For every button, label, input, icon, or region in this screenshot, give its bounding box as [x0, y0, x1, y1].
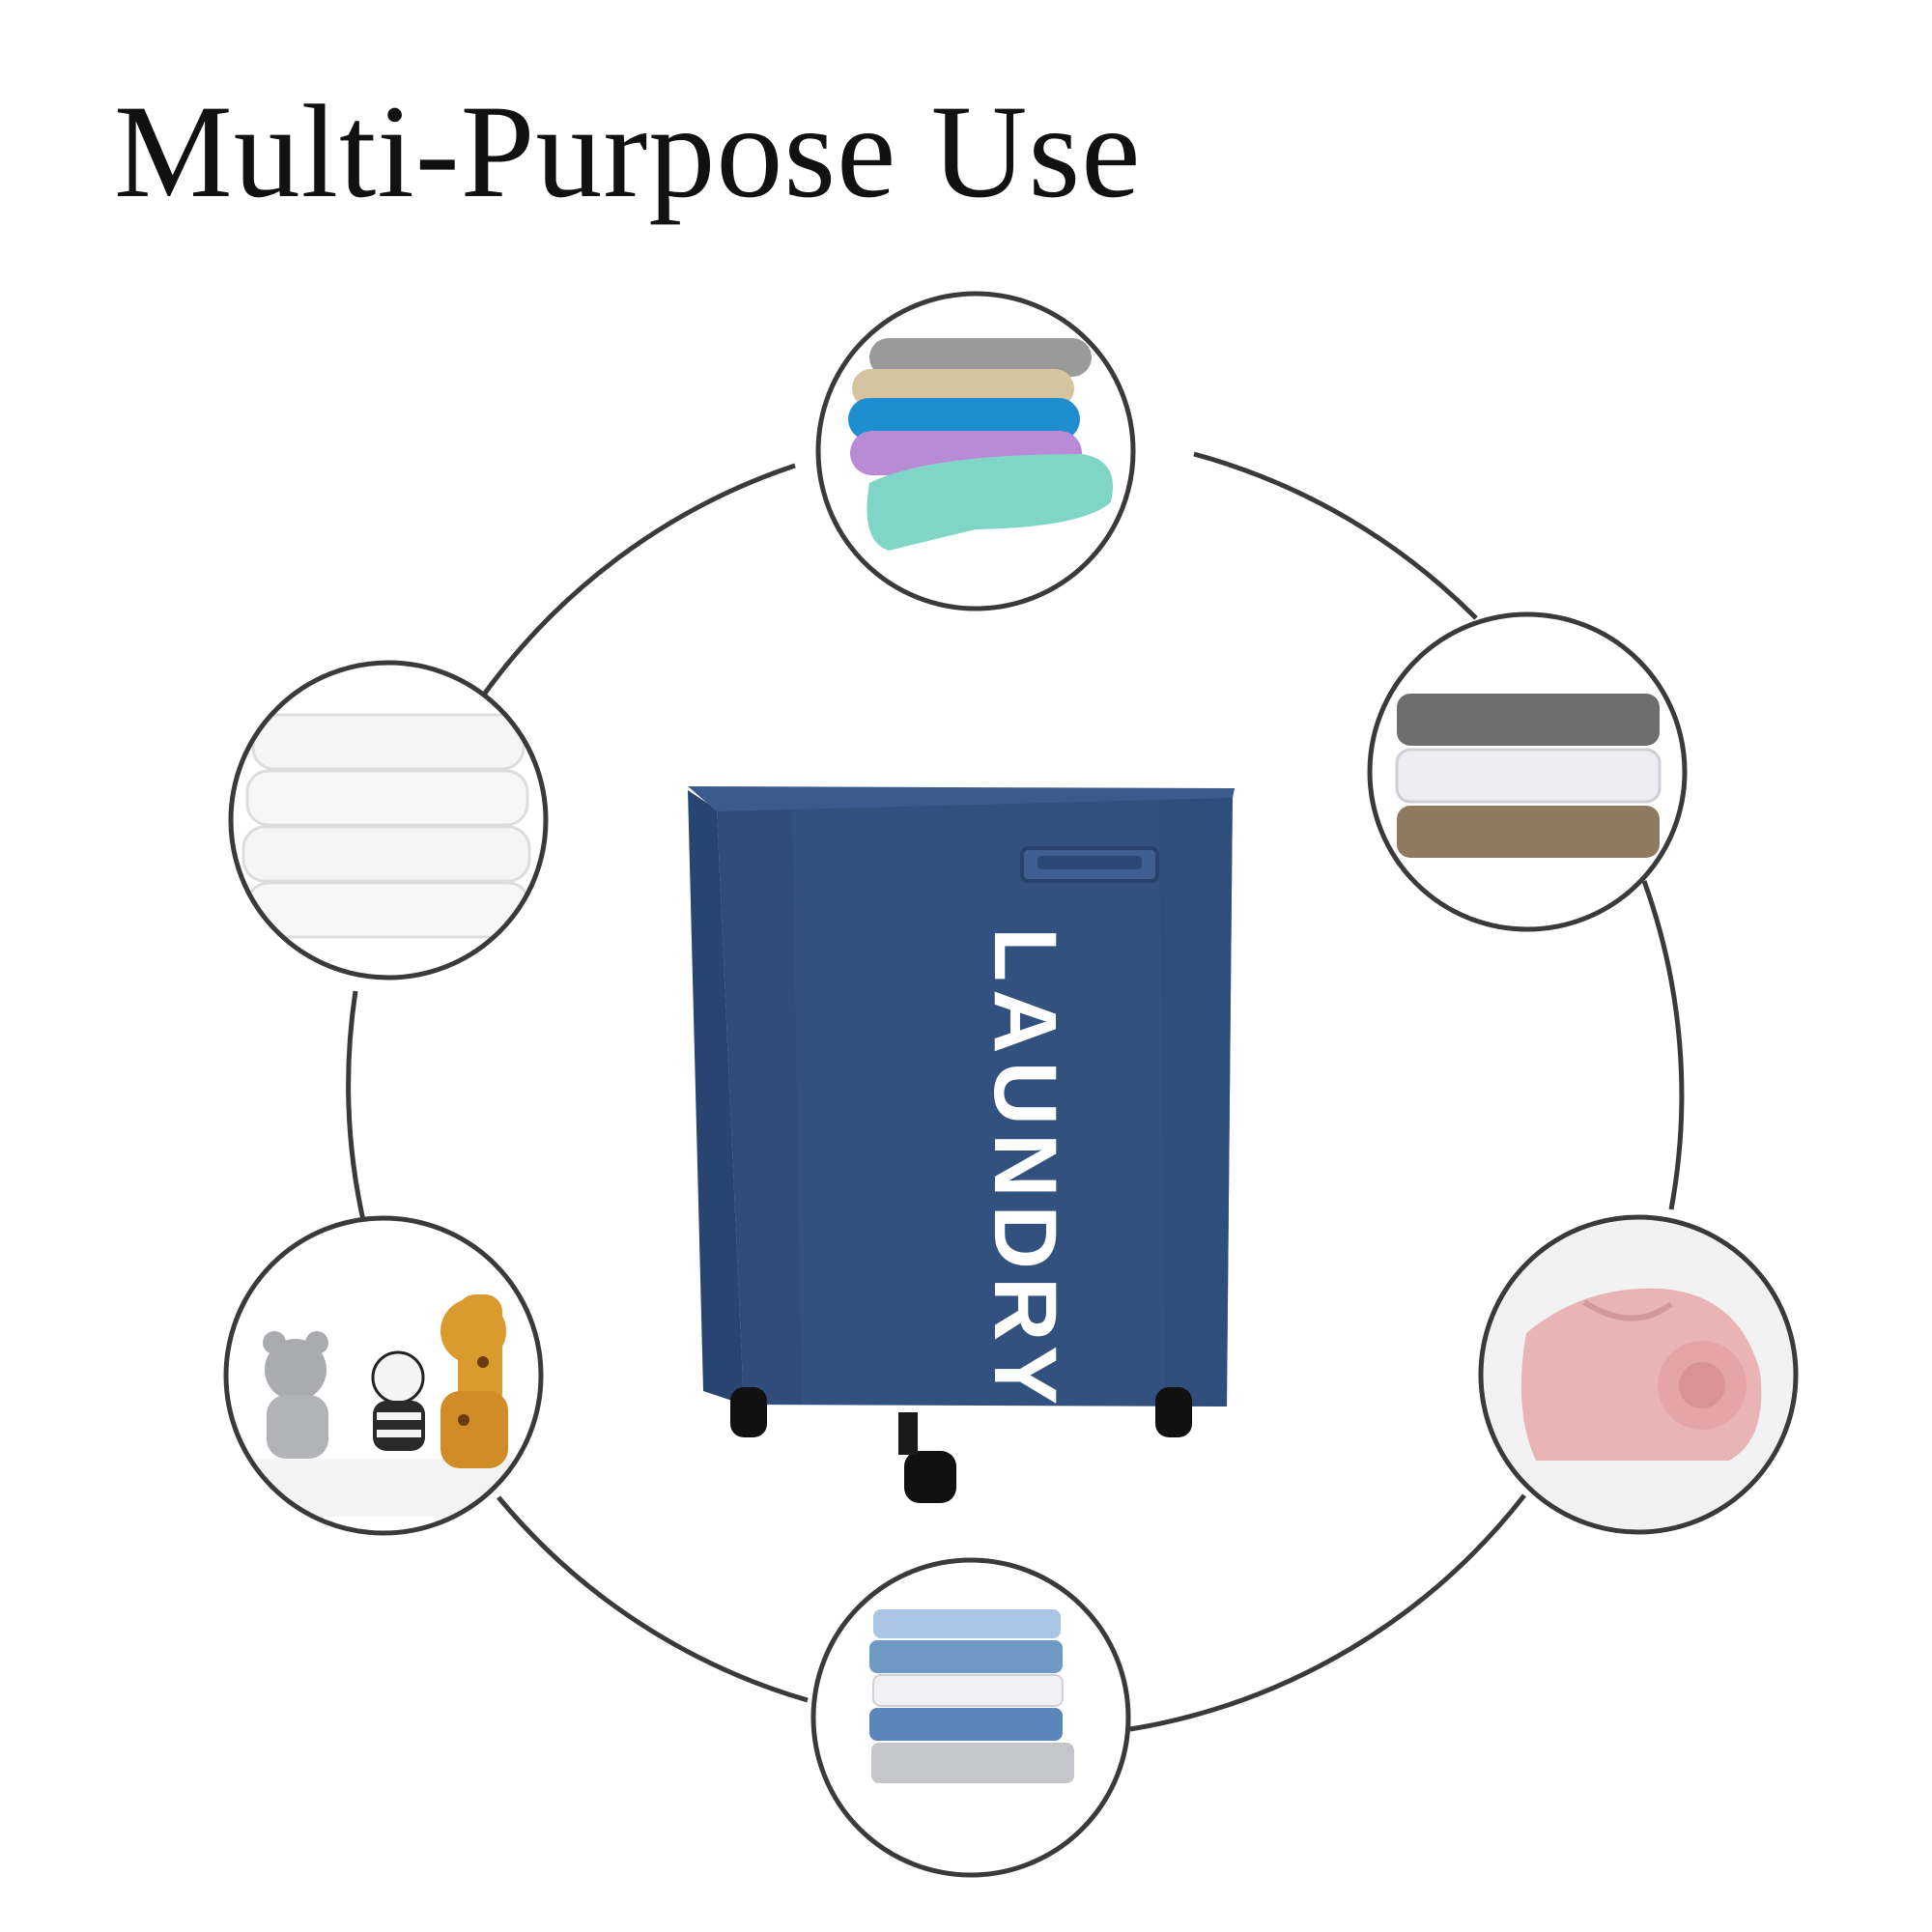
folded-towels-icon	[228, 660, 549, 980]
wheel-icons	[730, 1387, 1192, 1503]
socks-icon	[815, 291, 1136, 611]
stuffed-toys-icon	[223, 1215, 544, 1536]
laundry-hamper: LAUNDRY	[688, 786, 1235, 1503]
hamper-label: LAUNDRY	[976, 927, 1074, 1412]
folded-shirts-icon	[1367, 611, 1688, 932]
bathrobe-icon	[1478, 1214, 1799, 1535]
connecting-ring	[346, 451, 1685, 1732]
page-title: Multi-Purpose Use	[114, 77, 1142, 225]
folded-jeans-icon	[810, 1557, 1131, 1878]
